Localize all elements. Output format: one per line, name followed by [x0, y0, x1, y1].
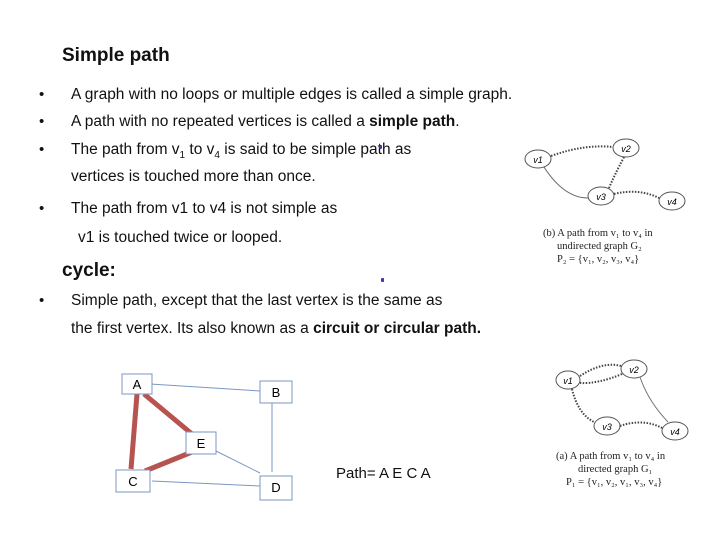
svg-text:v3: v3 — [596, 192, 606, 202]
graph-edge-e-d — [211, 448, 261, 474]
bullet-marker: • — [39, 292, 45, 309]
caption-line: (a) A path from v₁ to v₄ in — [556, 451, 666, 462]
svg-text:v1: v1 — [533, 155, 543, 165]
svg-text:B: B — [272, 385, 281, 400]
path-label: Path= A E C A — [336, 465, 431, 482]
bullet-marker: • — [39, 141, 45, 158]
vertex-v4 — [658, 191, 686, 211]
svg-text:E: E — [197, 436, 206, 451]
svg-text:D: D — [271, 480, 280, 495]
edge-v2-v3 — [608, 156, 625, 189]
node-e: E — [185, 431, 217, 455]
bullet-item-5-continuation: the first vertex. Its also known as a ci… — [71, 320, 481, 338]
bullet-bold-term: circuit or circular path. — [313, 320, 482, 337]
bullet-text: Simple path, except that the last vertex… — [71, 292, 443, 309]
node-b: B — [259, 380, 293, 404]
svg-text:A: A — [133, 377, 142, 392]
bullet-item-4-continuation: v1 is touched twice or looped. — [78, 229, 283, 246]
bullet-text: . — [455, 113, 460, 130]
bullet-text: The path from v — [71, 141, 180, 158]
stray-mark — [381, 278, 384, 282]
path-edge-a-e — [142, 392, 194, 436]
path-edge-c-a — [128, 393, 140, 470]
bullet-text: A path with no repeated vertices is call… — [71, 113, 370, 130]
heading-cycle: cycle: — [62, 260, 116, 281]
bullet-item-5: • Simple path, except that the last vert… — [39, 292, 443, 310]
bullet-marker: • — [39, 200, 45, 217]
bullet-text: The path from v1 to v4 is not simple as — [71, 200, 338, 217]
svg-text:v4: v4 — [667, 197, 677, 207]
svg-text:C: C — [128, 474, 137, 489]
edge-v2-v4 — [639, 376, 669, 423]
svg-text:v1: v1 — [563, 376, 573, 386]
bullet-text: is said to be simple path as — [219, 141, 412, 158]
figure-undirected-graph: v1 v2 v3 v4 — [524, 138, 686, 211]
bullet-text: the first vertex. Its also known as a — [71, 320, 314, 337]
svg-text:v2: v2 — [621, 144, 631, 154]
bullet-bold-term: simple path — [369, 113, 456, 130]
edge-v1-v2 — [550, 145, 614, 157]
caption-line: P₁ = {v₁, v₂, v₁, v₃, v₄} — [566, 477, 663, 488]
stray-mark — [379, 145, 382, 149]
bullet-marker: • — [39, 86, 45, 103]
figure-b-caption: (b) A path from v₁ to v₄ in undirected g… — [543, 227, 653, 266]
svg-text:v2: v2 — [629, 365, 639, 375]
bullet-item-4: • The path from v1 to v4 is not simple a… — [39, 200, 338, 218]
graph-edge-c-d — [151, 480, 261, 487]
edge-v2-v1 — [579, 373, 623, 385]
edge-v1-v3 — [543, 166, 589, 199]
figure-a-caption: (a) A path from v₁ to v₄ in directed gra… — [556, 450, 665, 489]
subscript: 1 — [179, 150, 186, 162]
edge-v1-v2 — [579, 363, 622, 377]
bullet-item-1: • A graph with no loops or multiple edge… — [39, 86, 513, 104]
vertex-v1 — [524, 149, 552, 169]
svg-text:v3: v3 — [602, 422, 612, 432]
caption-line: (b) A path from v₁ to v₄ in — [543, 228, 653, 239]
cycle-graph: A B E C D — [115, 373, 293, 501]
heading-simple-path: Simple path — [62, 45, 170, 66]
path-edge-e-c — [144, 449, 193, 474]
bullet-text: to v — [185, 141, 215, 158]
edge-v3-v4 — [619, 421, 663, 429]
svg-text:v4: v4 — [670, 427, 680, 437]
edge-v1-v3 — [571, 388, 595, 423]
bullet-item-3-continuation: vertices is touched more than once. — [71, 168, 316, 185]
vertex-v2 — [620, 359, 648, 379]
vertex-v1 — [555, 370, 581, 390]
vertex-v3 — [587, 186, 615, 206]
vertex-v2 — [612, 138, 640, 158]
vertex-v4 — [661, 421, 689, 441]
caption-line: undirected graph G₂ — [557, 241, 642, 252]
bullet-item-2: • A path with no repeated vertices is ca… — [39, 113, 460, 131]
graph-edge-a-b — [149, 383, 261, 392]
node-c: C — [115, 469, 151, 493]
node-a: A — [121, 373, 153, 395]
edge-v3-v4 — [613, 190, 660, 199]
figure-directed-graph: v1 v2 v3 v4 — [555, 359, 689, 441]
caption-line: P₂ = {v₁, v₂, v₃, v₄} — [557, 254, 640, 265]
bullet-marker: • — [39, 113, 45, 130]
bullet-item-3: • The path from v1 to v4 is said to be s… — [39, 141, 412, 162]
node-d: D — [259, 475, 293, 501]
subscript: 4 — [214, 150, 220, 162]
bullet-text: A graph with no loops or multiple edges … — [71, 86, 513, 103]
caption-line: directed graph G₁ — [578, 464, 653, 475]
